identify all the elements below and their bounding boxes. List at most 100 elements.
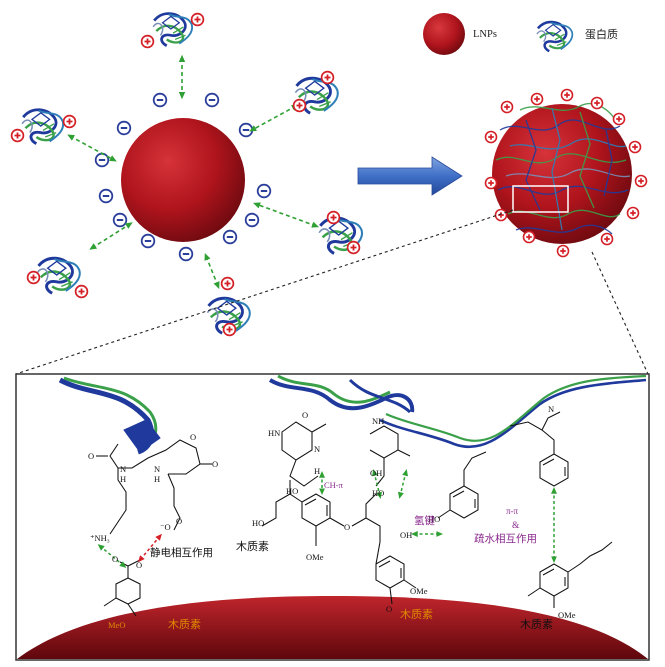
positive-charge-icon <box>560 88 574 102</box>
positive-charge-icon <box>140 34 155 49</box>
attraction-arrows <box>67 54 320 289</box>
negative-charge-icon <box>94 152 110 168</box>
zoom-panel: ⁺NH₃ ⁻O H H N N O O O O O O HN O N H HO … <box>15 373 650 661</box>
h-label: H <box>120 474 126 484</box>
coated-lnp-sphere <box>492 104 632 244</box>
negative-charge-icon <box>140 233 156 249</box>
positive-charge-icon <box>530 92 544 106</box>
o-label: O <box>112 554 118 564</box>
chemical-structures <box>96 411 613 617</box>
lignin-label-left: 木质素 <box>236 540 269 553</box>
positive-charge-icon <box>556 244 570 258</box>
protein-icon <box>35 256 82 295</box>
oh-label: OH <box>370 468 382 478</box>
zoom-line-left <box>15 209 514 375</box>
positive-charge-icon <box>484 130 498 144</box>
nh3-label: ⁺NH₃ <box>90 533 110 543</box>
negative-charge-icon <box>178 246 194 262</box>
ome-label: OMe <box>558 610 576 620</box>
hn-label: HN <box>268 428 280 438</box>
lignin-label-bottom-left: 木质素 <box>168 618 201 631</box>
ho-label: HO <box>252 518 264 528</box>
legend-lnp-label: LNPs <box>473 29 497 40</box>
negative-charge-icon <box>204 92 220 108</box>
big-right-arrow-icon <box>357 156 463 196</box>
protein-bottom <box>205 276 252 337</box>
positive-charge-icon <box>320 70 335 85</box>
zoom-line-right <box>591 251 649 375</box>
hydrophobic-label: 疏水相互作用 <box>474 532 537 545</box>
legend-lnp-swatch <box>423 13 465 55</box>
coated-lnp-group <box>484 88 648 258</box>
protein-right <box>317 210 364 255</box>
attraction-arrow <box>204 253 220 289</box>
positive-charge-icon <box>74 284 89 299</box>
ho-label: HO <box>286 486 298 496</box>
positive-charge-icon <box>626 206 640 220</box>
n-label: N <box>120 464 126 474</box>
positive-charge-icon <box>600 232 614 246</box>
legend-protein-icon <box>535 20 574 53</box>
positive-charge-icon <box>10 128 25 143</box>
o-label: O <box>302 410 308 420</box>
attraction-arrow <box>67 134 117 162</box>
negative-charge-icon <box>112 212 128 228</box>
protein-top <box>140 12 205 49</box>
o-label: O <box>176 516 182 526</box>
oh-label: OH <box>400 530 412 540</box>
positive-charge-icon <box>62 114 77 129</box>
attraction-arrow <box>249 104 299 132</box>
positive-charge-icon <box>522 230 536 244</box>
bare-lnp-sphere <box>121 118 245 242</box>
positive-charge-icon <box>190 12 205 27</box>
lignin-labels: 木质素 木质素 木质素 木质素 <box>168 540 553 631</box>
positive-charge-icon <box>634 174 648 188</box>
positive-charge-icon <box>494 208 508 222</box>
ampersand-label: & <box>512 521 520 531</box>
negative-charge-icon <box>222 229 238 245</box>
protein-corona <box>495 103 631 235</box>
positive-charge-icon <box>222 322 237 337</box>
hbond-arrow <box>371 469 383 499</box>
o-label: O <box>386 604 392 614</box>
positive-charge-icon <box>326 210 341 225</box>
negative-charge-icon <box>244 212 260 228</box>
ome-label: OMe <box>410 586 428 596</box>
zoom-lines <box>15 209 649 375</box>
positive-charge-icon <box>346 240 361 255</box>
zoom-region-box <box>512 185 569 213</box>
o-label: O <box>136 560 142 570</box>
negative-charge-icon <box>116 120 132 136</box>
negative-charge-icon <box>152 92 168 108</box>
negative-charge-icon <box>98 188 114 204</box>
protein-backbone <box>58 375 647 455</box>
protein-icon <box>20 108 65 146</box>
lignin-label-center: 木质素 <box>400 608 433 621</box>
legend: LNPs 蛋白质 <box>423 13 618 55</box>
negative-charge-icon <box>238 122 254 138</box>
n-label: N <box>314 444 320 454</box>
o-label: O <box>344 522 350 532</box>
h-label: H <box>314 466 320 476</box>
ho-label: HO <box>372 488 384 498</box>
n-label: N <box>548 404 554 414</box>
lignin-label-right: 木质素 <box>520 618 553 631</box>
zoom-interaction-arrows <box>97 469 557 568</box>
o-minus-label: ⁻O <box>160 522 171 532</box>
o-label: O <box>88 451 94 461</box>
electrostatic-label: 静电相互作用 <box>150 546 213 559</box>
attraction-arrow <box>89 222 133 250</box>
protein-upper-right <box>292 70 340 115</box>
nh-label: NH <box>372 416 384 426</box>
ome-label: OMe <box>306 552 324 562</box>
interaction-labels: CH-π 氢键 静电相互作用 π-π & 疏水相互作用 <box>150 480 537 559</box>
hydrogen-bond-label: 氢键 <box>414 514 435 527</box>
negative-charge-icon <box>256 183 272 199</box>
ch-pi-label: CH-π <box>324 480 344 490</box>
lnp-surface <box>17 596 648 659</box>
positive-charge-icon <box>292 98 307 113</box>
protein-lower-left <box>26 256 89 299</box>
n-label: N <box>154 464 160 474</box>
positive-charge-icon <box>220 276 235 291</box>
o-label: O <box>190 432 196 442</box>
